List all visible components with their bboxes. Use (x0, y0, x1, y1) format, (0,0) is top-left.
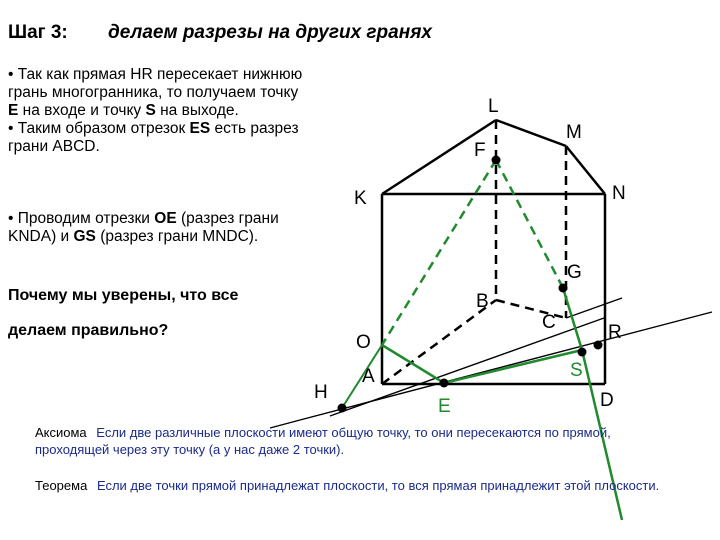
segment-gs-ref: GS (73, 228, 96, 245)
segment-gs (561, 287, 584, 351)
label-a: A (362, 366, 375, 387)
bullet-text: • Проводим отрезки (8, 210, 155, 227)
label-d: D (600, 390, 614, 411)
question-line-2: делаем правильно? (8, 322, 169, 339)
line-oh-ext (341, 344, 383, 409)
step-number: Шаг 3: (8, 22, 68, 43)
label-r: R (608, 322, 622, 343)
point-g (558, 283, 568, 293)
axiom-label: Аксиома (35, 425, 87, 440)
axiom-note: Аксиома Если две различные плоскости име… (35, 424, 685, 458)
label-l: L (488, 96, 499, 117)
theorem-label: Теорема (35, 478, 88, 493)
line-hc (329, 317, 605, 417)
point-e (439, 378, 449, 388)
bullet-text: (разрез грани KNDA) и (8, 210, 279, 245)
label-c: C (542, 312, 556, 333)
bullet-text: есть разрез грани ABCD. (8, 120, 299, 155)
bullet-text: • Так как прямая HR пересекает нижнюю гр… (8, 66, 303, 101)
line-ch-ext (565, 297, 623, 319)
point-r (593, 340, 603, 350)
segment-oe (381, 343, 445, 385)
edge-ab-hidden (381, 298, 497, 386)
edge-lm (495, 118, 567, 148)
point-s (577, 347, 587, 357)
label-g: G (567, 262, 582, 283)
edge-bc-hidden (495, 298, 567, 320)
label-b: B (476, 291, 489, 312)
theorem-note: Теорема Если две точки прямой принадлежа… (35, 477, 685, 494)
segment-oe-ref: OE (154, 210, 177, 227)
label-n: N (612, 183, 626, 204)
page-title: делаем разрезы на других гранях (108, 22, 432, 43)
edge-kl (381, 118, 497, 196)
label-k: K (354, 188, 367, 209)
bullet-text: (разрез грани MNDC). (95, 228, 259, 245)
label-o: O (356, 332, 371, 353)
point-h (337, 403, 347, 413)
bullet-segments: • Проводим отрезки OE (разрез грани KNDA… (8, 210, 308, 246)
question-line-1: Почему мы уверены, что все (8, 287, 239, 304)
point-e-ref: E (8, 102, 19, 119)
segment-fo-hidden (380, 159, 498, 346)
bullet-intersection: • Так как прямая HR пересекает нижнюю гр… (8, 66, 308, 156)
point-s-ref: S (145, 102, 156, 119)
label-s: S (570, 360, 583, 381)
bullet-text: на входе и точку (18, 102, 146, 119)
line-hr-tail (269, 419, 301, 429)
theorem-text: Если две точки прямой принадлежат плоско… (96, 478, 660, 493)
segment-es (443, 348, 583, 385)
edge-mn (565, 145, 606, 195)
axiom-text: Если две различные плоскости имеют общую… (35, 425, 611, 457)
label-m: M (566, 122, 582, 143)
segment-es-ref: ES (189, 120, 211, 137)
point-f (491, 155, 501, 165)
line-r-tail (580, 349, 624, 521)
label-h: H (314, 382, 328, 403)
label-e: E (438, 396, 451, 417)
segment-fg-hidden (494, 159, 565, 289)
bullet-text: • Таким образом отрезок (8, 120, 190, 137)
bullet-text: на выходе. (155, 102, 239, 119)
label-f: F (474, 140, 486, 161)
